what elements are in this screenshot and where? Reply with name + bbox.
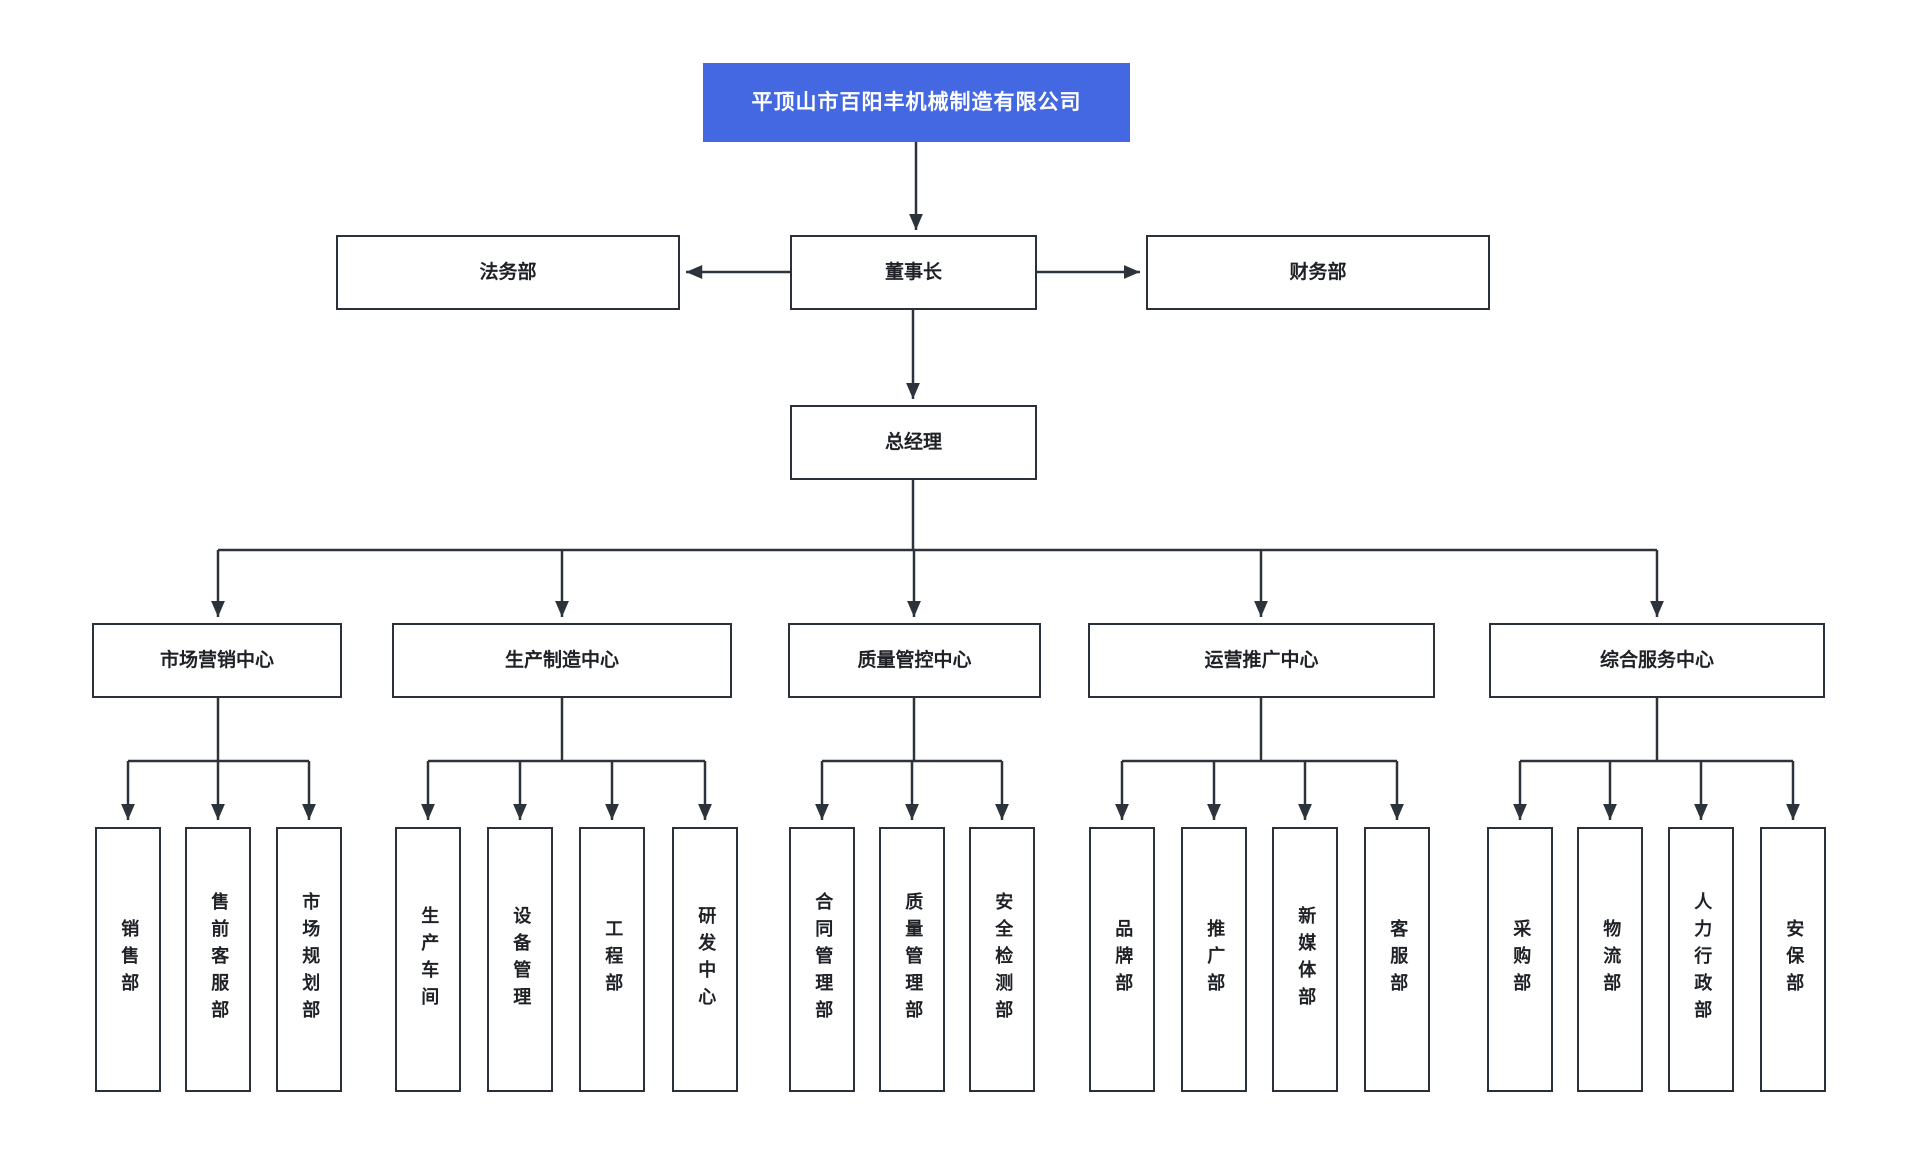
- node-customer-service-dept[interactable]: 客服部: [1364, 827, 1430, 1092]
- node-legal-dept[interactable]: 法务部: [336, 235, 680, 310]
- node-promotion-dept[interactable]: 推广部: [1181, 827, 1247, 1092]
- node-hr-admin-dept[interactable]: 人力行政部: [1668, 827, 1734, 1092]
- node-presales-service-dept[interactable]: 售前客服部: [185, 827, 251, 1092]
- node-equipment-management[interactable]: 设备管理: [487, 827, 553, 1092]
- node-brand-dept[interactable]: 品牌部: [1089, 827, 1155, 1092]
- node-company-root[interactable]: 平顶山市百阳丰机械制造有限公司: [703, 63, 1130, 142]
- node-quality-center[interactable]: 质量管控中心: [788, 623, 1041, 698]
- node-production-center[interactable]: 生产制造中心: [392, 623, 732, 698]
- node-rd-center[interactable]: 研发中心: [672, 827, 738, 1092]
- node-market-planning-dept[interactable]: 市场规划部: [276, 827, 342, 1092]
- node-services-center[interactable]: 综合服务中心: [1489, 623, 1825, 698]
- node-chairman[interactable]: 董事长: [790, 235, 1037, 310]
- node-finance-dept[interactable]: 财务部: [1146, 235, 1490, 310]
- node-contract-management-dept[interactable]: 合同管理部: [789, 827, 855, 1092]
- node-logistics-dept[interactable]: 物流部: [1577, 827, 1643, 1092]
- node-marketing-center[interactable]: 市场营销中心: [92, 623, 342, 698]
- node-security-dept[interactable]: 安保部: [1760, 827, 1826, 1092]
- node-production-workshop[interactable]: 生产车间: [395, 827, 461, 1092]
- node-safety-inspection-dept[interactable]: 安全检测部: [969, 827, 1035, 1092]
- node-sales-dept[interactable]: 销售部: [95, 827, 161, 1092]
- node-general-manager[interactable]: 总经理: [790, 405, 1037, 480]
- node-engineering-dept[interactable]: 工程部: [579, 827, 645, 1092]
- node-new-media-dept[interactable]: 新媒体部: [1272, 827, 1338, 1092]
- node-quality-management-dept[interactable]: 质量管理部: [879, 827, 945, 1092]
- node-procurement-dept[interactable]: 采购部: [1487, 827, 1553, 1092]
- node-operations-center[interactable]: 运营推广中心: [1088, 623, 1435, 698]
